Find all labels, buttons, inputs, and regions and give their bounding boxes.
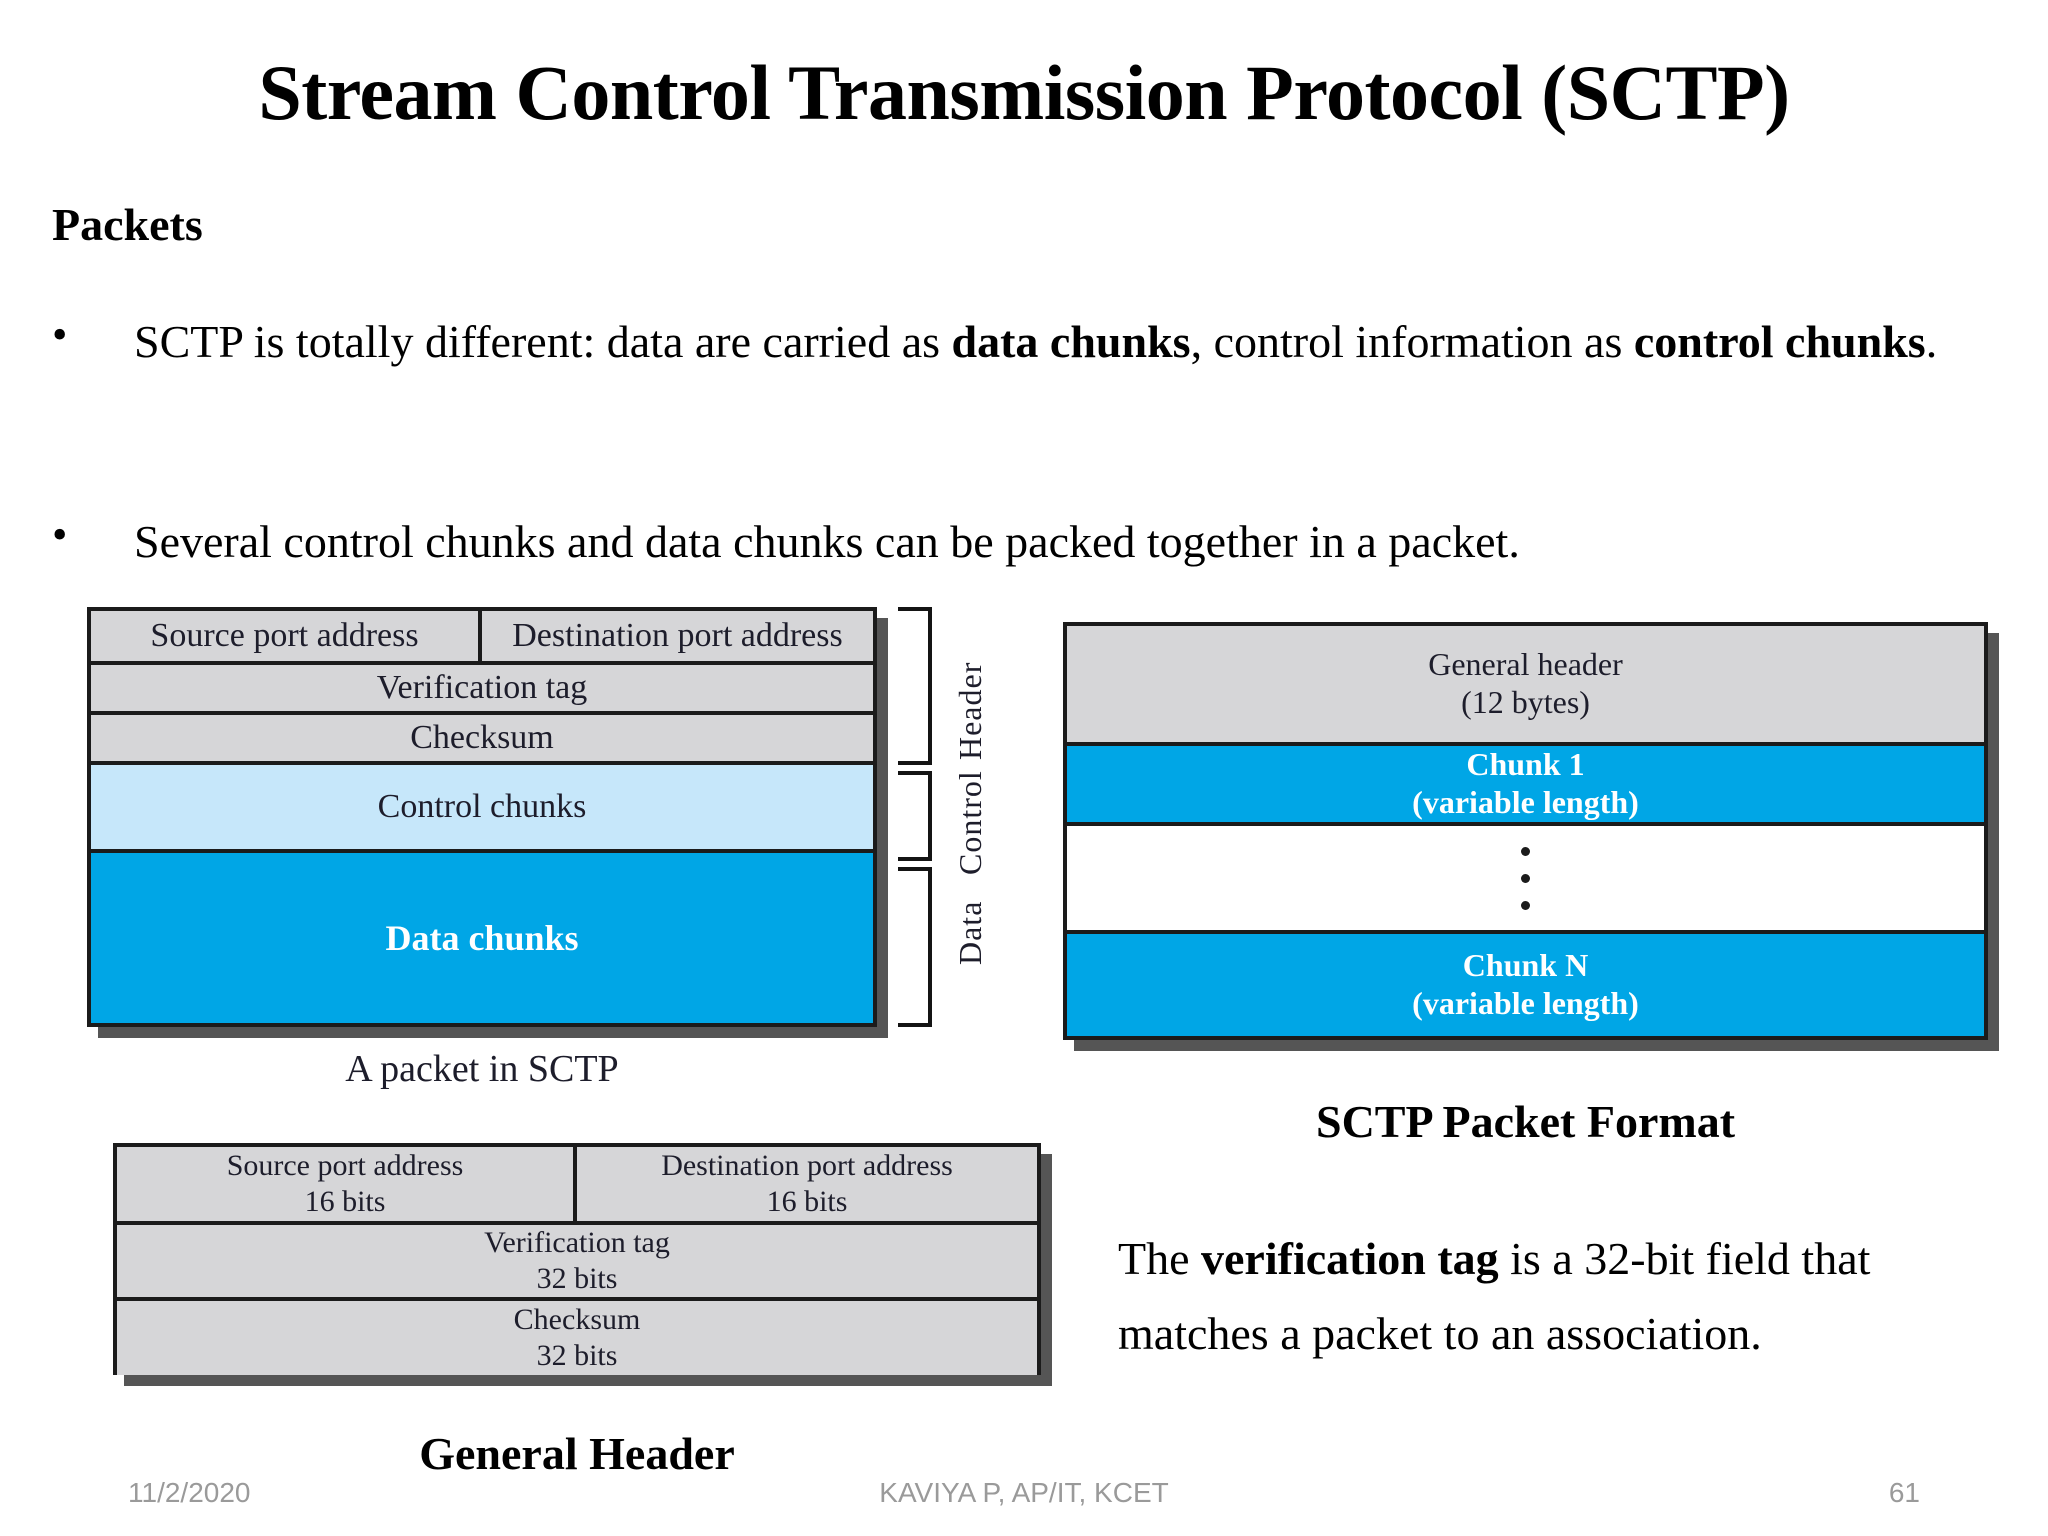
gh-checksum-size: 32 bits (536, 1339, 618, 1372)
packet-in-sctp-diagram: Source port address Destination port add… (87, 607, 877, 1027)
bracket-label-header: Header (952, 661, 988, 760)
packet-cell-destination-port: Destination port address (512, 617, 843, 654)
gh-source-port-name: Source port address (226, 1149, 464, 1182)
gh-source-port-size: 16 bits (304, 1185, 386, 1218)
emphasis-verification-tag: verification tag (1201, 1233, 1499, 1284)
gh-destination-port-size: 16 bits (766, 1185, 848, 1218)
bracket-label-control: Control (952, 770, 988, 875)
format-general-header-line2: (12 bytes) (1461, 684, 1590, 720)
bullet-marker-icon: • (52, 310, 68, 359)
gh-cell-source-port: Source port address 16 bits (117, 1147, 577, 1221)
packet-row-control-chunks: Control chunks (91, 765, 873, 853)
bullet-item: • SCTP is totally different: data are ca… (52, 305, 2012, 380)
page-title: Stream Control Transmission Protocol (SC… (258, 49, 1790, 136)
format-chunk1-line2: (variable length) (1412, 784, 1639, 820)
gh-destination-port-name: Destination port address (661, 1149, 953, 1182)
gh-cell-destination-port: Destination port address 16 bits (577, 1147, 1037, 1221)
general-header-table: Source port address 16 bits Destination … (113, 1143, 1041, 1375)
section-heading: Packets (52, 199, 203, 250)
format-row-chunk-n: Chunk N (variable length) (1067, 934, 1984, 1036)
vertical-ellipsis-icon (1521, 826, 1530, 930)
gh-row-verification-tag: Verification tag 32 bits (117, 1225, 1037, 1301)
packet-row-verification-tag: Verification tag (91, 665, 873, 715)
packet-row-ports: Source port address Destination port add… (91, 611, 873, 665)
footer-author: KAVIYA P, AP/IT, KCET (879, 1477, 1169, 1508)
bullet-text: SCTP is totally different: data are carr… (134, 316, 1938, 367)
format-row-chunk-1: Chunk 1 (variable length) (1067, 746, 1984, 826)
bullet-item: • Several control chunks and data chunks… (52, 505, 2012, 580)
verification-tag-note: The verification tag is a 32-bit field t… (1118, 1233, 1871, 1359)
gh-verification-tag-size: 32 bits (536, 1262, 618, 1295)
footer-page-number: 61 (1888, 1477, 1920, 1508)
bracket-data (898, 867, 932, 1027)
bullet-marker-icon: • (52, 510, 68, 559)
sctp-packet-format-caption: SCTP Packet Format (1315, 1096, 1736, 1147)
gh-verification-tag-name: Verification tag (484, 1226, 670, 1259)
sctp-packet-format-diagram: General header (12 bytes) Chunk 1 (varia… (1063, 622, 1988, 1040)
packet-row-checksum: Checksum (91, 715, 873, 765)
packet-diagram-caption: A packet in SCTP (345, 1048, 619, 1090)
slide-footer: 11/2/2020 KAVIYA P, AP/IT, KCET 61 (0, 1477, 2048, 1525)
bracket-control (898, 771, 932, 861)
gh-checksum-name: Checksum (513, 1303, 641, 1336)
format-chunk1-line1: Chunk 1 (1466, 746, 1585, 783)
format-row-ellipsis (1067, 826, 1984, 934)
bracket-header (898, 607, 932, 765)
gh-row-checksum: Checksum 32 bits (117, 1301, 1037, 1375)
footer-date: 11/2/2020 (128, 1477, 251, 1508)
format-row-general-header: General header (12 bytes) (1067, 626, 1984, 746)
format-chunkn-line2: (variable length) (1412, 985, 1639, 1021)
gh-row-ports: Source port address 16 bits Destination … (117, 1147, 1037, 1225)
packet-row-data-chunks: Data chunks (91, 853, 873, 1023)
packet-cell-source-port: Source port address (91, 611, 482, 661)
format-general-header-line1: General header (1428, 646, 1623, 683)
bracket-label-data: Data (952, 900, 988, 965)
format-chunkn-line1: Chunk N (1462, 947, 1589, 984)
general-header-caption: General Header (419, 1428, 735, 1479)
emphasis-control-chunks: control chunks (1633, 316, 1926, 367)
packet-cell-data-chunks-label: Data chunks (385, 918, 579, 958)
bullet-text: Several control chunks and data chunks c… (134, 516, 1520, 567)
emphasis-data-chunks: data chunks (951, 316, 1191, 367)
